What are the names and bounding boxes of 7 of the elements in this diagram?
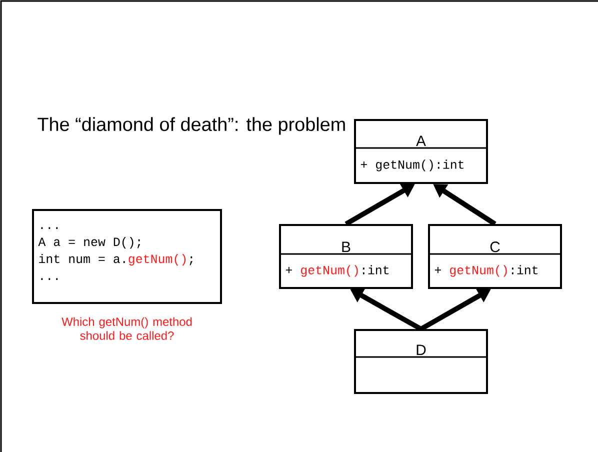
code-box: ... A a = new D(); int num = a. getNum() ; ... [32,209,222,304]
class-box: B + getNum() :int [279,224,413,289]
node-label: Which getNum() method should be called? [62,317,192,340]
class-box: A + getNum():int [354,119,488,184]
title: The “diamond of death”: the problem [38,117,345,135]
class-box: C + getNum() :int [428,224,562,289]
class-box: D [354,329,488,394]
